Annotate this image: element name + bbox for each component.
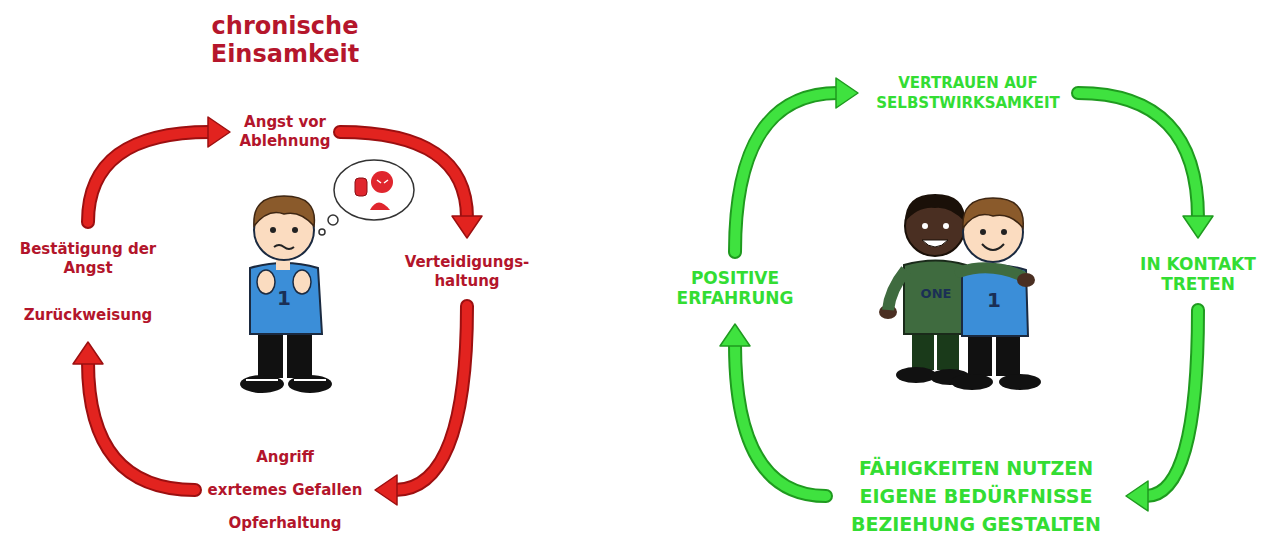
cycle-step: FÄHIGKEITEN NUTZEN EIGENE BEDÜRFNISSE BEZI… (836, 448, 1116, 544)
angry-eyes (377, 180, 388, 183)
step-text: POSITIVE ERFAHRUNG (668, 268, 802, 308)
arm (888, 270, 906, 310)
trouser-leg (968, 332, 992, 376)
arrow-body (395, 306, 467, 490)
bubble (334, 160, 414, 220)
arrow-shadow (395, 306, 467, 490)
trouser-leg (912, 330, 934, 370)
arrow-head (208, 117, 230, 147)
hand (257, 270, 275, 294)
step-text: Bestätigung der Angst (8, 240, 168, 278)
step-text: VERTRAUEN AUF SELBSTWIRKSAMKEIT (868, 73, 1068, 113)
cycle-step: IN KONTAKT TRETEN (1136, 248, 1260, 300)
cycle-step: Angriff exrtemes GefallenOpferhaltung (205, 436, 365, 544)
cycle-arrow (720, 324, 826, 496)
step-text: BEZIEHUNG GESTALTEN (851, 514, 1101, 534)
hair (963, 198, 1023, 228)
arrow-head (375, 475, 397, 505)
arrow-head (836, 78, 858, 108)
arrow-body (735, 93, 838, 252)
cycle-step: Bestätigung der AngstZurückweisung (8, 232, 168, 332)
step-text: IN KONTAKT TRETEN (1136, 254, 1260, 294)
step-text: Zurückweisung (24, 306, 153, 325)
cycle-arrow (735, 78, 858, 252)
eye (1001, 229, 1007, 235)
stop-hand (355, 178, 367, 196)
cycle-arrow (73, 342, 195, 490)
shirt (250, 263, 322, 334)
arrow-body (1078, 93, 1198, 218)
cycle-step: Angst vor Ablehnung (240, 98, 330, 166)
shoe-sole (246, 379, 278, 381)
arrow-body (1146, 310, 1198, 496)
bubble-dot (328, 215, 338, 225)
eye (922, 223, 928, 229)
cycle-arrow (1078, 93, 1213, 238)
rejecting-head (371, 171, 393, 193)
step-text: EIGENE BEDÜRFNISSE (860, 486, 1093, 506)
hand (1017, 273, 1035, 287)
shoe (240, 375, 284, 393)
arrow-head (1183, 216, 1213, 238)
shirt-print: 1 (272, 286, 296, 310)
hair (254, 196, 315, 226)
shoe-sole (294, 379, 326, 381)
trouser-leg (287, 330, 312, 378)
rejecting-figure (370, 203, 390, 211)
eye (980, 229, 986, 235)
cycle-arrow (1126, 310, 1198, 511)
shoe (896, 367, 936, 383)
arrow-shadow (340, 132, 467, 218)
shoe (951, 374, 993, 390)
hair (905, 194, 965, 222)
arrow-head (1126, 481, 1148, 511)
step-text: Angriff (256, 448, 314, 467)
trouser-leg (937, 330, 959, 370)
two-friends (879, 194, 1041, 390)
cycle-step: VERTRAUEN AUF SELBSTWIRKSAMKEIT (868, 66, 1068, 120)
arm-over-shoulder (960, 268, 1022, 276)
arrow-shadow (88, 362, 195, 490)
arrow-shadow (1078, 93, 1198, 218)
arrow-body (88, 362, 195, 490)
thought-bubble (319, 160, 414, 235)
worried-mouth (274, 245, 294, 249)
shirt-print: 1 (982, 288, 1006, 312)
trouser-leg (996, 332, 1020, 376)
step-text: Opferhaltung (229, 514, 342, 533)
arrow-body (340, 132, 467, 218)
cycle-arrow (375, 306, 467, 505)
step-text: Angst vor Ablehnung (239, 113, 330, 151)
step-text: Verteidigungs- haltung (398, 253, 536, 291)
step-text: FÄHIGKEITEN NUTZEN (859, 458, 1093, 478)
cycle-step: Verteidigungs- haltung (398, 248, 536, 296)
arrow-head (720, 324, 750, 346)
shoe (288, 375, 332, 393)
cycle-arrow (88, 117, 230, 222)
eye (270, 227, 276, 233)
eye (292, 227, 298, 233)
shoe (999, 374, 1041, 390)
hand (293, 270, 311, 294)
cycle-step: POSITIVE ERFAHRUNG (668, 262, 802, 314)
arrow-head (73, 342, 103, 364)
cycle-arrow (340, 132, 482, 238)
bubble-dot (319, 229, 325, 235)
arrow-head (452, 216, 482, 238)
lonely-boy (240, 196, 332, 393)
diagram-title: chronische Einsamkeit (190, 12, 380, 68)
arrow-shadow (1146, 310, 1198, 496)
smile (982, 244, 1004, 250)
trouser-leg (258, 330, 283, 378)
arrow-shadow (735, 344, 826, 496)
arrow-body (88, 132, 210, 222)
eye (943, 223, 949, 229)
arrow-shadow (735, 93, 838, 252)
shirt-print: ONE (918, 286, 954, 301)
arrow-body (735, 344, 826, 496)
step-text: exrtemes Gefallen (208, 481, 363, 500)
smile (922, 240, 948, 247)
arrow-shadow (88, 132, 210, 222)
